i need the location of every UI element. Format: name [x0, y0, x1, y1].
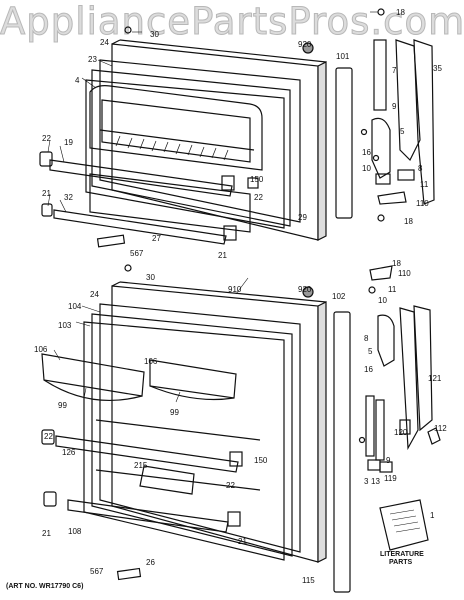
part-number-label: 9 — [392, 102, 397, 111]
freezer-door-liner — [89, 85, 263, 171]
fresh-food-gasket — [99, 303, 301, 553]
part-number-label: 22 — [42, 134, 51, 143]
part-number-label: 104 — [68, 302, 82, 311]
freezer-gasket — [99, 59, 301, 223]
dairy-compartment-door-left — [41, 353, 145, 397]
part-number-label: 567 — [90, 567, 104, 576]
part-number-label: 18 — [404, 217, 413, 226]
part-number-label: 126 — [62, 448, 76, 457]
part-number-label: 19 — [64, 138, 73, 147]
watermark: AppliancePartsPros.com — [0, 0, 464, 44]
fresh-food-shelf-bar-108 — [67, 499, 229, 533]
part-number-label: 99 — [170, 408, 179, 417]
part-number-label: 32 — [64, 193, 73, 202]
freezer-door-assembly — [39, 8, 435, 248]
part-number-label: 99 — [58, 401, 67, 410]
part-number-label: 101 — [336, 52, 350, 61]
part-number-label: 5 — [368, 347, 373, 356]
part-number-label: 13 — [371, 477, 380, 486]
freezer-shelf-bar-19 — [49, 159, 233, 197]
part-number-label: 18 — [396, 8, 405, 17]
part-number-label: 8 — [364, 334, 369, 343]
fresh-food-shelf-bar-126 — [55, 435, 239, 473]
part-number-label: 22 — [254, 193, 263, 202]
part-number-label: 110 — [416, 199, 429, 208]
part-number-label: 35 — [433, 64, 442, 73]
part-number-label: 110 — [398, 269, 411, 278]
art-number: (ART NO. WR17790 C6) — [6, 583, 83, 590]
part-number-label: 910 — [228, 285, 242, 294]
part-number-label: 103 — [58, 321, 72, 330]
part-number-label: 106 — [34, 345, 48, 354]
part-number-label: 108 — [68, 527, 82, 536]
part-number-label: 16 — [362, 148, 371, 157]
literature-booklet — [379, 499, 429, 551]
freezer-shelf-bar-32 — [53, 209, 227, 245]
fresh-food-gasket-strip — [333, 311, 351, 593]
part-number-label: 106 — [144, 357, 158, 366]
literature-label-line1: LITERATURE — [380, 551, 424, 558]
part-number-label: 150 — [250, 175, 264, 184]
freezer-door-gasket-strip — [335, 67, 353, 219]
freezer-door-handle — [395, 39, 421, 162]
part-number-label: 215 — [134, 461, 148, 470]
part-number-label: 30 — [146, 273, 155, 282]
part-number-label: 21 — [238, 537, 247, 546]
freezer-shelf-end-cap — [39, 151, 53, 167]
literature-label-line2: PARTS — [389, 559, 413, 566]
part-number-label: 120 — [394, 428, 408, 437]
part-number-label: 22 — [44, 432, 53, 441]
part-number-label: 23 — [88, 55, 97, 64]
freezer-part-labels: 18 30 24 920 101 23 4 7 35 9 22 19 5 16 10 8 11 150 21 32 22… — [42, 8, 442, 260]
part-number-label: 24 — [100, 38, 109, 47]
part-number-label: 21 — [42, 189, 51, 198]
part-number-label: 150 — [254, 456, 268, 465]
part-number-label: 27 — [152, 234, 161, 243]
part-number-label: 10 — [362, 164, 371, 173]
part-number-label: 3 — [364, 477, 369, 486]
part-number-label: 22 — [226, 481, 235, 490]
part-number-label: 18 — [392, 259, 401, 268]
part-number-label: 1 — [430, 511, 435, 520]
part-number-label: 21 — [218, 251, 227, 260]
part-number-label: 30 — [150, 30, 159, 39]
part-number-label: 9 — [386, 456, 391, 465]
dairy-compartment-door-right — [149, 359, 237, 399]
part-number-label: 920 — [298, 285, 312, 294]
part-number-label: 11 — [388, 285, 397, 294]
part-number-label: 121 — [428, 374, 442, 383]
part-number-label: 29 — [298, 213, 307, 222]
part-number-label: 5 — [400, 127, 405, 136]
part-number-label: 8 — [418, 164, 423, 173]
part-number-label: 567 — [130, 249, 144, 258]
part-number-label: 119 — [384, 474, 397, 483]
part-number-label: 112 — [434, 424, 447, 433]
part-number-label: 10 — [378, 296, 387, 305]
egg-tray — [139, 465, 195, 495]
part-number-label: 7 — [392, 66, 397, 75]
part-number-label: 11 — [420, 180, 429, 189]
part-number-label: 26 — [146, 558, 155, 567]
part-number-label: 16 — [364, 365, 373, 374]
part-number-label: 115 — [302, 576, 315, 585]
part-number-label: 21 — [42, 529, 51, 538]
fresh-food-door-handle — [399, 307, 419, 451]
part-number-label: 102 — [332, 292, 346, 301]
part-number-label: 4 — [75, 76, 80, 85]
fresh-food-door-assembly — [41, 42, 441, 593]
part-number-label: 24 — [90, 290, 99, 299]
freezer-hinge-bar — [373, 39, 387, 111]
part-number-label: 920 — [298, 40, 312, 49]
